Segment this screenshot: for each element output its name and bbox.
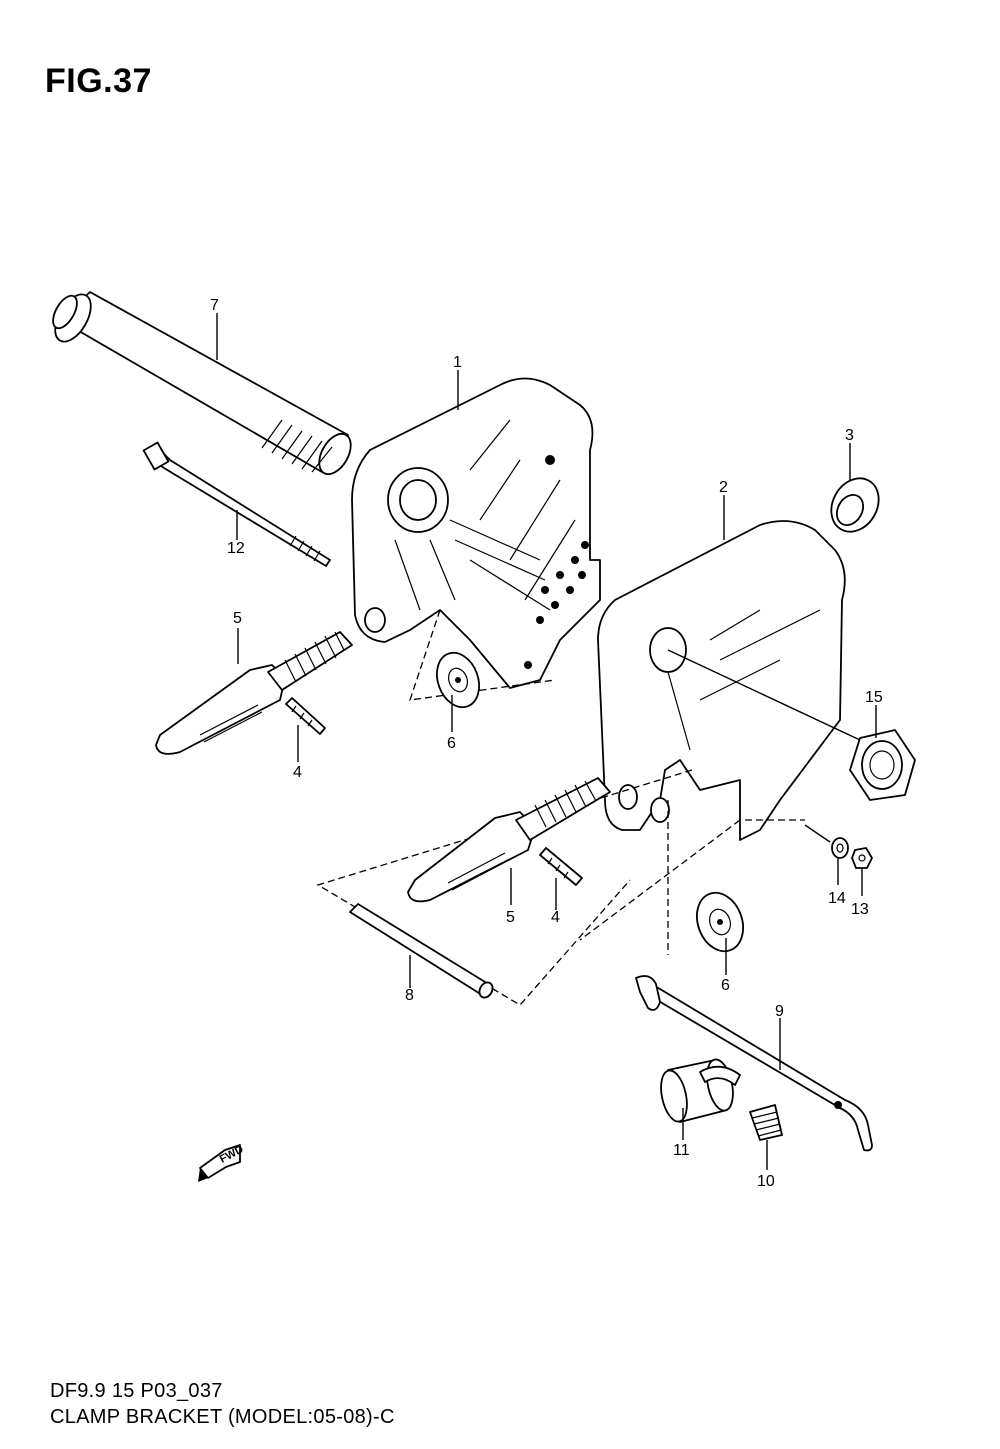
part-5-stopper-upper[interactable] bbox=[155, 631, 353, 755]
callout-6a: 6 bbox=[447, 735, 456, 752]
part-6-pad-lower[interactable] bbox=[689, 886, 751, 957]
callout-4b: 4 bbox=[551, 909, 560, 926]
callout-11: 11 bbox=[673, 1142, 690, 1159]
callout-13: 13 bbox=[851, 901, 869, 918]
callout-2: 2 bbox=[719, 479, 728, 496]
part-13-nut[interactable] bbox=[851, 847, 873, 869]
part-9-tilt-rod[interactable] bbox=[635, 975, 873, 1152]
callout-7: 7 bbox=[210, 297, 219, 314]
callout-14: 14 bbox=[828, 890, 846, 907]
part-15-nut[interactable] bbox=[849, 729, 916, 801]
part-4-pin-lower[interactable] bbox=[539, 847, 583, 886]
part-7-tilt-tube[interactable] bbox=[48, 288, 357, 479]
callout-labels: 7 1 3 2 12 5 6 4 15 5 4 14 13 6 8 9 11 1… bbox=[210, 297, 883, 1190]
part-10-spring[interactable] bbox=[749, 1104, 783, 1141]
callout-4a: 4 bbox=[293, 764, 302, 781]
figure-code: DF9.9 15 P03_037 bbox=[50, 1380, 223, 1402]
callout-3: 3 bbox=[845, 427, 854, 444]
fwd-arrow-icon bbox=[198, 1144, 241, 1182]
callout-5b: 5 bbox=[506, 909, 515, 926]
part-4-pin-upper[interactable] bbox=[285, 697, 326, 735]
figure-title: FIG.37 bbox=[45, 62, 152, 100]
callout-10: 10 bbox=[757, 1173, 775, 1190]
callout-6b: 6 bbox=[721, 977, 730, 994]
figure-caption: CLAMP BRACKET (MODEL:05-08)-C bbox=[50, 1406, 395, 1428]
part-12-bolt[interactable] bbox=[142, 441, 331, 567]
callout-12: 12 bbox=[227, 540, 245, 557]
callout-5a: 5 bbox=[233, 610, 242, 627]
part-14-washer[interactable] bbox=[831, 837, 849, 859]
part-6-pad-upper[interactable] bbox=[430, 647, 487, 713]
leader-lines bbox=[216, 313, 877, 1170]
callout-15: 15 bbox=[865, 689, 883, 706]
part-11-sleeve[interactable] bbox=[657, 1057, 741, 1124]
part-8-pin[interactable] bbox=[349, 903, 495, 1000]
callout-1: 1 bbox=[453, 354, 462, 371]
callout-8: 8 bbox=[405, 987, 414, 1004]
part-1-clamp-bracket[interactable] bbox=[351, 377, 601, 701]
part-2-clamp-bracket[interactable] bbox=[597, 520, 861, 841]
part-5-stopper-lower[interactable] bbox=[407, 777, 611, 903]
part-3-bushing[interactable] bbox=[822, 470, 888, 540]
callout-9: 9 bbox=[775, 1003, 784, 1020]
